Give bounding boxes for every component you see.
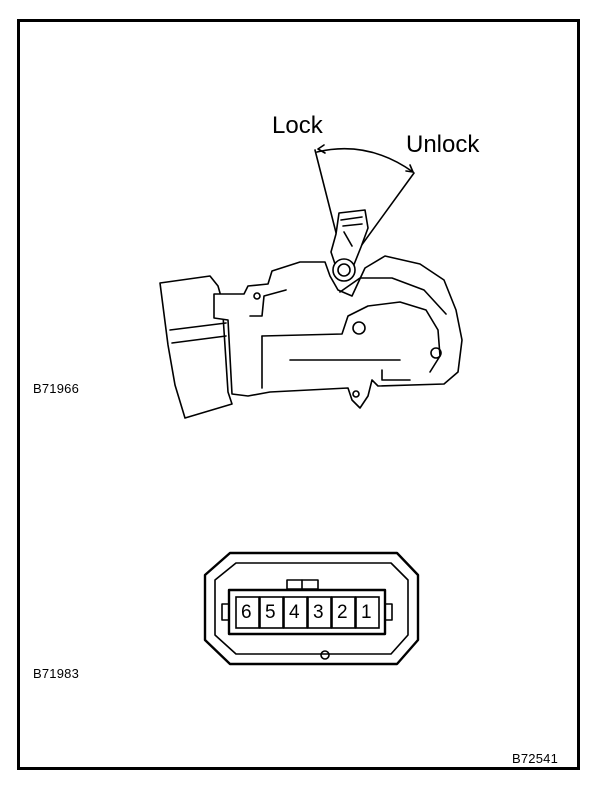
lock-lever — [330, 209, 369, 282]
pin-1-label: 1 — [361, 602, 372, 623]
actuator-housing — [213, 255, 463, 409]
pin-2-label: 2 — [337, 602, 348, 623]
sheet-figure-code: B72541 — [512, 751, 559, 766]
figure-frame — [17, 19, 580, 770]
lock-label: Lock — [272, 112, 323, 139]
pin-4-label: 4 — [289, 602, 300, 623]
actuator-figure-code: B71966 — [33, 381, 80, 396]
pin-6-label: 6 — [241, 602, 252, 623]
lock-unlock-arc — [314, 144, 415, 269]
pin-5-label: 5 — [265, 602, 276, 623]
connector-pin-cells — [235, 596, 380, 629]
connector-face — [203, 551, 420, 666]
connector-figure-code: B71983 — [33, 666, 80, 681]
pin-3-label: 3 — [313, 602, 324, 623]
unlock-label: Unlock — [406, 131, 480, 158]
